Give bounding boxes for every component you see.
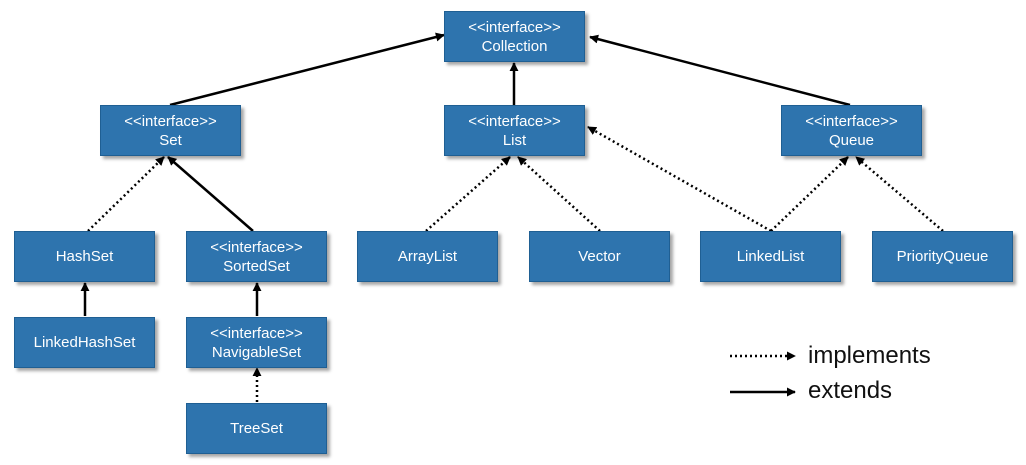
node-set: <<interface>> Set [100, 105, 241, 156]
node-navigableset-stereotype: <<interface>> [210, 324, 303, 342]
node-collection: <<interface>> Collection [444, 11, 585, 62]
node-hashset: HashSet [14, 231, 155, 282]
node-list-name: List [502, 131, 527, 149]
node-collection-name: Collection [481, 37, 548, 55]
node-navigableset-name: NavigableSet [211, 343, 302, 361]
node-queue-name: Queue [828, 131, 875, 149]
node-priorityqueue: PriorityQueue [872, 231, 1013, 282]
node-treeset: TreeSet [186, 403, 327, 454]
edge-queue-extends-collection [589, 34, 851, 107]
node-list: <<interface>> List [444, 105, 585, 156]
edge-linkedlist-implements-list [587, 125, 772, 233]
edge-arraylist-implements-list [425, 156, 511, 232]
legend-extends-label: extends [808, 377, 893, 404]
node-sortedset: <<interface>> SortedSet [186, 231, 327, 282]
edge-set-extends-collection [169, 32, 445, 107]
node-list-stereotype: <<interface>> [468, 112, 561, 130]
edge-vector-implements-list [517, 156, 601, 232]
node-sortedset-stereotype: <<interface>> [210, 238, 303, 256]
node-linkedhashset: LinkedHashSet [14, 317, 155, 368]
edge-hashset-implements-set [87, 156, 165, 232]
node-set-name: Set [159, 131, 182, 149]
node-arraylist-name: ArrayList [397, 248, 458, 265]
legend-implements-label: implements [808, 342, 931, 369]
edge-sortedset-extends-set [167, 156, 254, 232]
edge-priorityqueue-implements-queue [855, 156, 944, 232]
node-queue: <<interface>> Queue [781, 105, 922, 156]
node-treeset-name: TreeSet [230, 420, 283, 437]
node-navigableset: <<interface>> NavigableSet [186, 317, 327, 368]
node-queue-stereotype: <<interface>> [805, 112, 898, 130]
node-linkedhashset-name: LinkedHashSet [33, 334, 136, 351]
node-vector-name: Vector [578, 248, 621, 265]
node-hashset-name: HashSet [55, 248, 114, 265]
node-linkedlist-name: LinkedList [736, 248, 805, 265]
node-linkedlist: LinkedList [700, 231, 841, 282]
node-priorityqueue-name: PriorityQueue [896, 248, 989, 265]
node-arraylist: ArrayList [357, 231, 498, 282]
node-collection-stereotype: <<interface>> [468, 18, 561, 36]
node-set-stereotype: <<interface>> [124, 112, 217, 130]
node-sortedset-name: SortedSet [223, 257, 290, 275]
edge-linkedlist-implements-queue [770, 156, 849, 232]
node-vector: Vector [529, 231, 670, 282]
